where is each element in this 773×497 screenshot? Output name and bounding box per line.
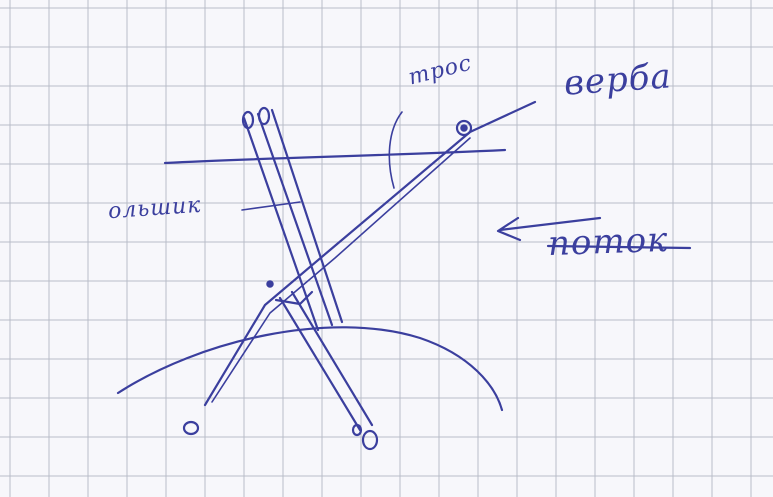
pole-left-line xyxy=(242,116,320,332)
pole-top-end-left xyxy=(241,110,255,130)
left-label-pointer xyxy=(241,201,301,211)
pole-right-line xyxy=(270,108,344,324)
junction-mark xyxy=(274,290,314,306)
label-top-verba: верба xyxy=(562,56,673,104)
long-diagonal-cable-second-line xyxy=(211,137,471,403)
top-anchor-dot xyxy=(460,124,468,132)
flow-arrow-head xyxy=(496,216,522,242)
crossing-pole-bottom-ring xyxy=(351,423,363,437)
flow-arrow-shaft xyxy=(498,216,602,232)
pole-top-end-right xyxy=(257,106,271,126)
crossing-pole-bottom-end xyxy=(361,429,379,451)
crossing-pole-line-b xyxy=(290,290,374,427)
lower-bank-curve xyxy=(116,326,504,412)
label-flow-potok: поток xyxy=(547,219,670,265)
rope-label-pointer xyxy=(388,111,403,189)
flow-arrow-underline xyxy=(546,244,692,250)
bottom-left-anchor-ring xyxy=(182,420,200,436)
top-anchor-ring xyxy=(455,119,473,137)
upper-bank-line xyxy=(163,148,507,165)
crossing-pole-line-a xyxy=(278,296,362,432)
junction-dot xyxy=(266,280,274,288)
pole-middle-line xyxy=(256,112,334,327)
long-diagonal-cable xyxy=(203,100,537,407)
